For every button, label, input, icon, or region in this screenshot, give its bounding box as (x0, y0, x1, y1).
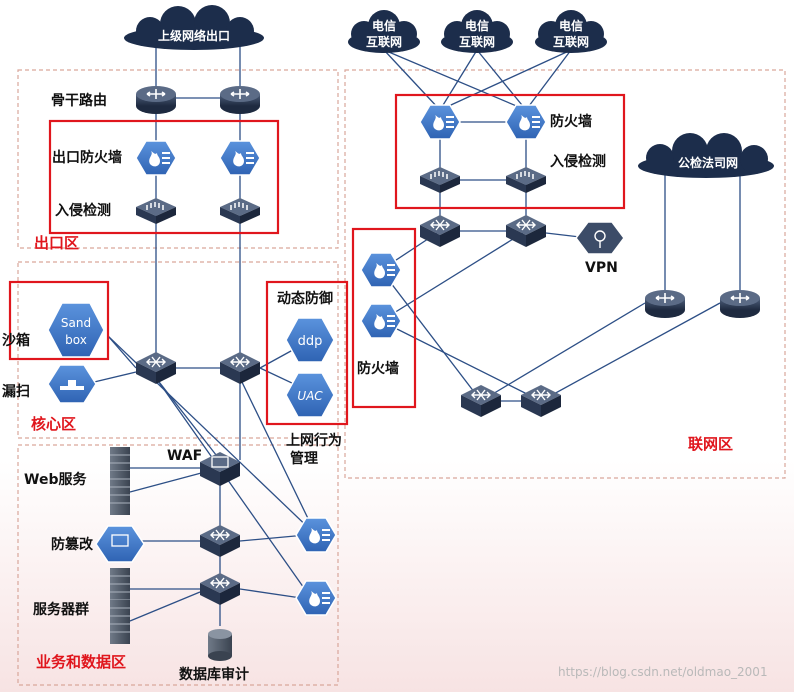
cloud-upper-exit (124, 5, 264, 50)
svg-text:box: box (65, 333, 87, 347)
internet-ids-1 (419, 166, 461, 194)
cloud-telecom-1-line2: 互联网 (366, 35, 402, 49)
vpn-device (575, 221, 625, 255)
label-internet-behavior-1: 上网行为 (286, 433, 342, 449)
cloud-public-security-text: 公检法司网 (678, 155, 738, 170)
label-db-audit: 数据库审计 (179, 667, 249, 683)
core-switch-1 (135, 351, 177, 385)
leak-scan-device (47, 364, 97, 404)
label-anti-tamper: 防篡改 (51, 537, 93, 553)
watermark: https://blog.csdn.net/oldmao_2001 (558, 665, 768, 679)
zone-label-internet: 联网区 (688, 435, 734, 453)
internet-ids-2 (505, 166, 547, 194)
zone-label-exit: 出口区 (34, 234, 80, 252)
cloud-telecom-3 (535, 10, 607, 53)
label-internet-firewall: 防火墙 (550, 114, 592, 130)
core-switch-2 (219, 351, 261, 385)
label-backbone-router: 骨干路由 (51, 93, 107, 109)
svg-text:ddp: ddp (298, 334, 323, 349)
cloud-telecom-3-line1: 电信 (559, 18, 583, 33)
svg-text:Sand: Sand (61, 316, 91, 330)
db-audit-device (208, 629, 232, 661)
label-web-service: Web服务 (24, 472, 87, 488)
sandbox-device: Sand box (47, 302, 105, 358)
exit-firewall-2 (219, 140, 261, 176)
internet-core-switch-2 (520, 384, 562, 418)
internet-firewall-2 (505, 104, 547, 140)
public-security-router-2 (719, 289, 761, 319)
server-cluster-2 (109, 599, 131, 645)
label-sandbox: 沙箱 (2, 333, 30, 349)
backbone-router-1 (135, 85, 177, 115)
cloud-telecom-3-line2: 互联网 (553, 35, 589, 49)
backbone-router-2 (219, 85, 261, 115)
zone-borders (17, 69, 786, 686)
label-vpn: VPN (585, 260, 618, 276)
exit-firewall-1 (135, 140, 177, 176)
left-firewall-1 (360, 252, 402, 288)
label-left-firewall: 防火墙 (357, 361, 399, 377)
svg-text:UAC: UAC (297, 389, 323, 403)
cloud-telecom-2-line1: 电信 (465, 18, 489, 33)
label-internet-ids: 入侵检测 (550, 154, 606, 170)
waf-device (200, 452, 240, 486)
label-internet-behavior-2: 管理 (290, 451, 318, 467)
exit-ids-2 (219, 197, 261, 225)
cloud-upper-exit-text: 上级网络出口 (158, 28, 230, 43)
label-exit-firewall: 出口防火墙 (52, 150, 122, 166)
cloud-telecom-1 (348, 10, 420, 53)
left-firewall-2 (360, 303, 402, 339)
label-dynamic-defense: 动态防御 (277, 291, 333, 307)
label-exit-ids: 入侵检测 (55, 203, 111, 219)
cloud-telecom-1-line1: 电信 (372, 18, 396, 33)
exit-ids-1 (135, 197, 177, 225)
label-leak-scan: 漏扫 (2, 384, 30, 400)
public-security-router-1 (644, 289, 686, 319)
internet-firewall-1 (419, 104, 461, 140)
zone-label-business: 业务和数据区 (36, 653, 127, 671)
web-server-2 (109, 470, 131, 516)
uac-device: UAC (285, 372, 335, 418)
internet-switch-2 (505, 214, 547, 248)
label-server-cluster: 服务器群 (33, 602, 89, 618)
background-gradient (0, 460, 794, 692)
zone-label-core: 核心区 (31, 415, 77, 433)
internet-switch-1 (419, 214, 461, 248)
links (89, 45, 741, 626)
highlight-boxes (8, 93, 626, 426)
ddp-device: ddp (285, 317, 335, 363)
cloud-telecom-2-line2: 互联网 (459, 35, 495, 49)
anti-tamper-device (95, 525, 145, 563)
label-waf: WAF (167, 448, 203, 464)
cloud-telecom-2 (441, 10, 513, 53)
internet-core-switch-1 (460, 384, 502, 418)
cloud-public-security (638, 133, 774, 178)
